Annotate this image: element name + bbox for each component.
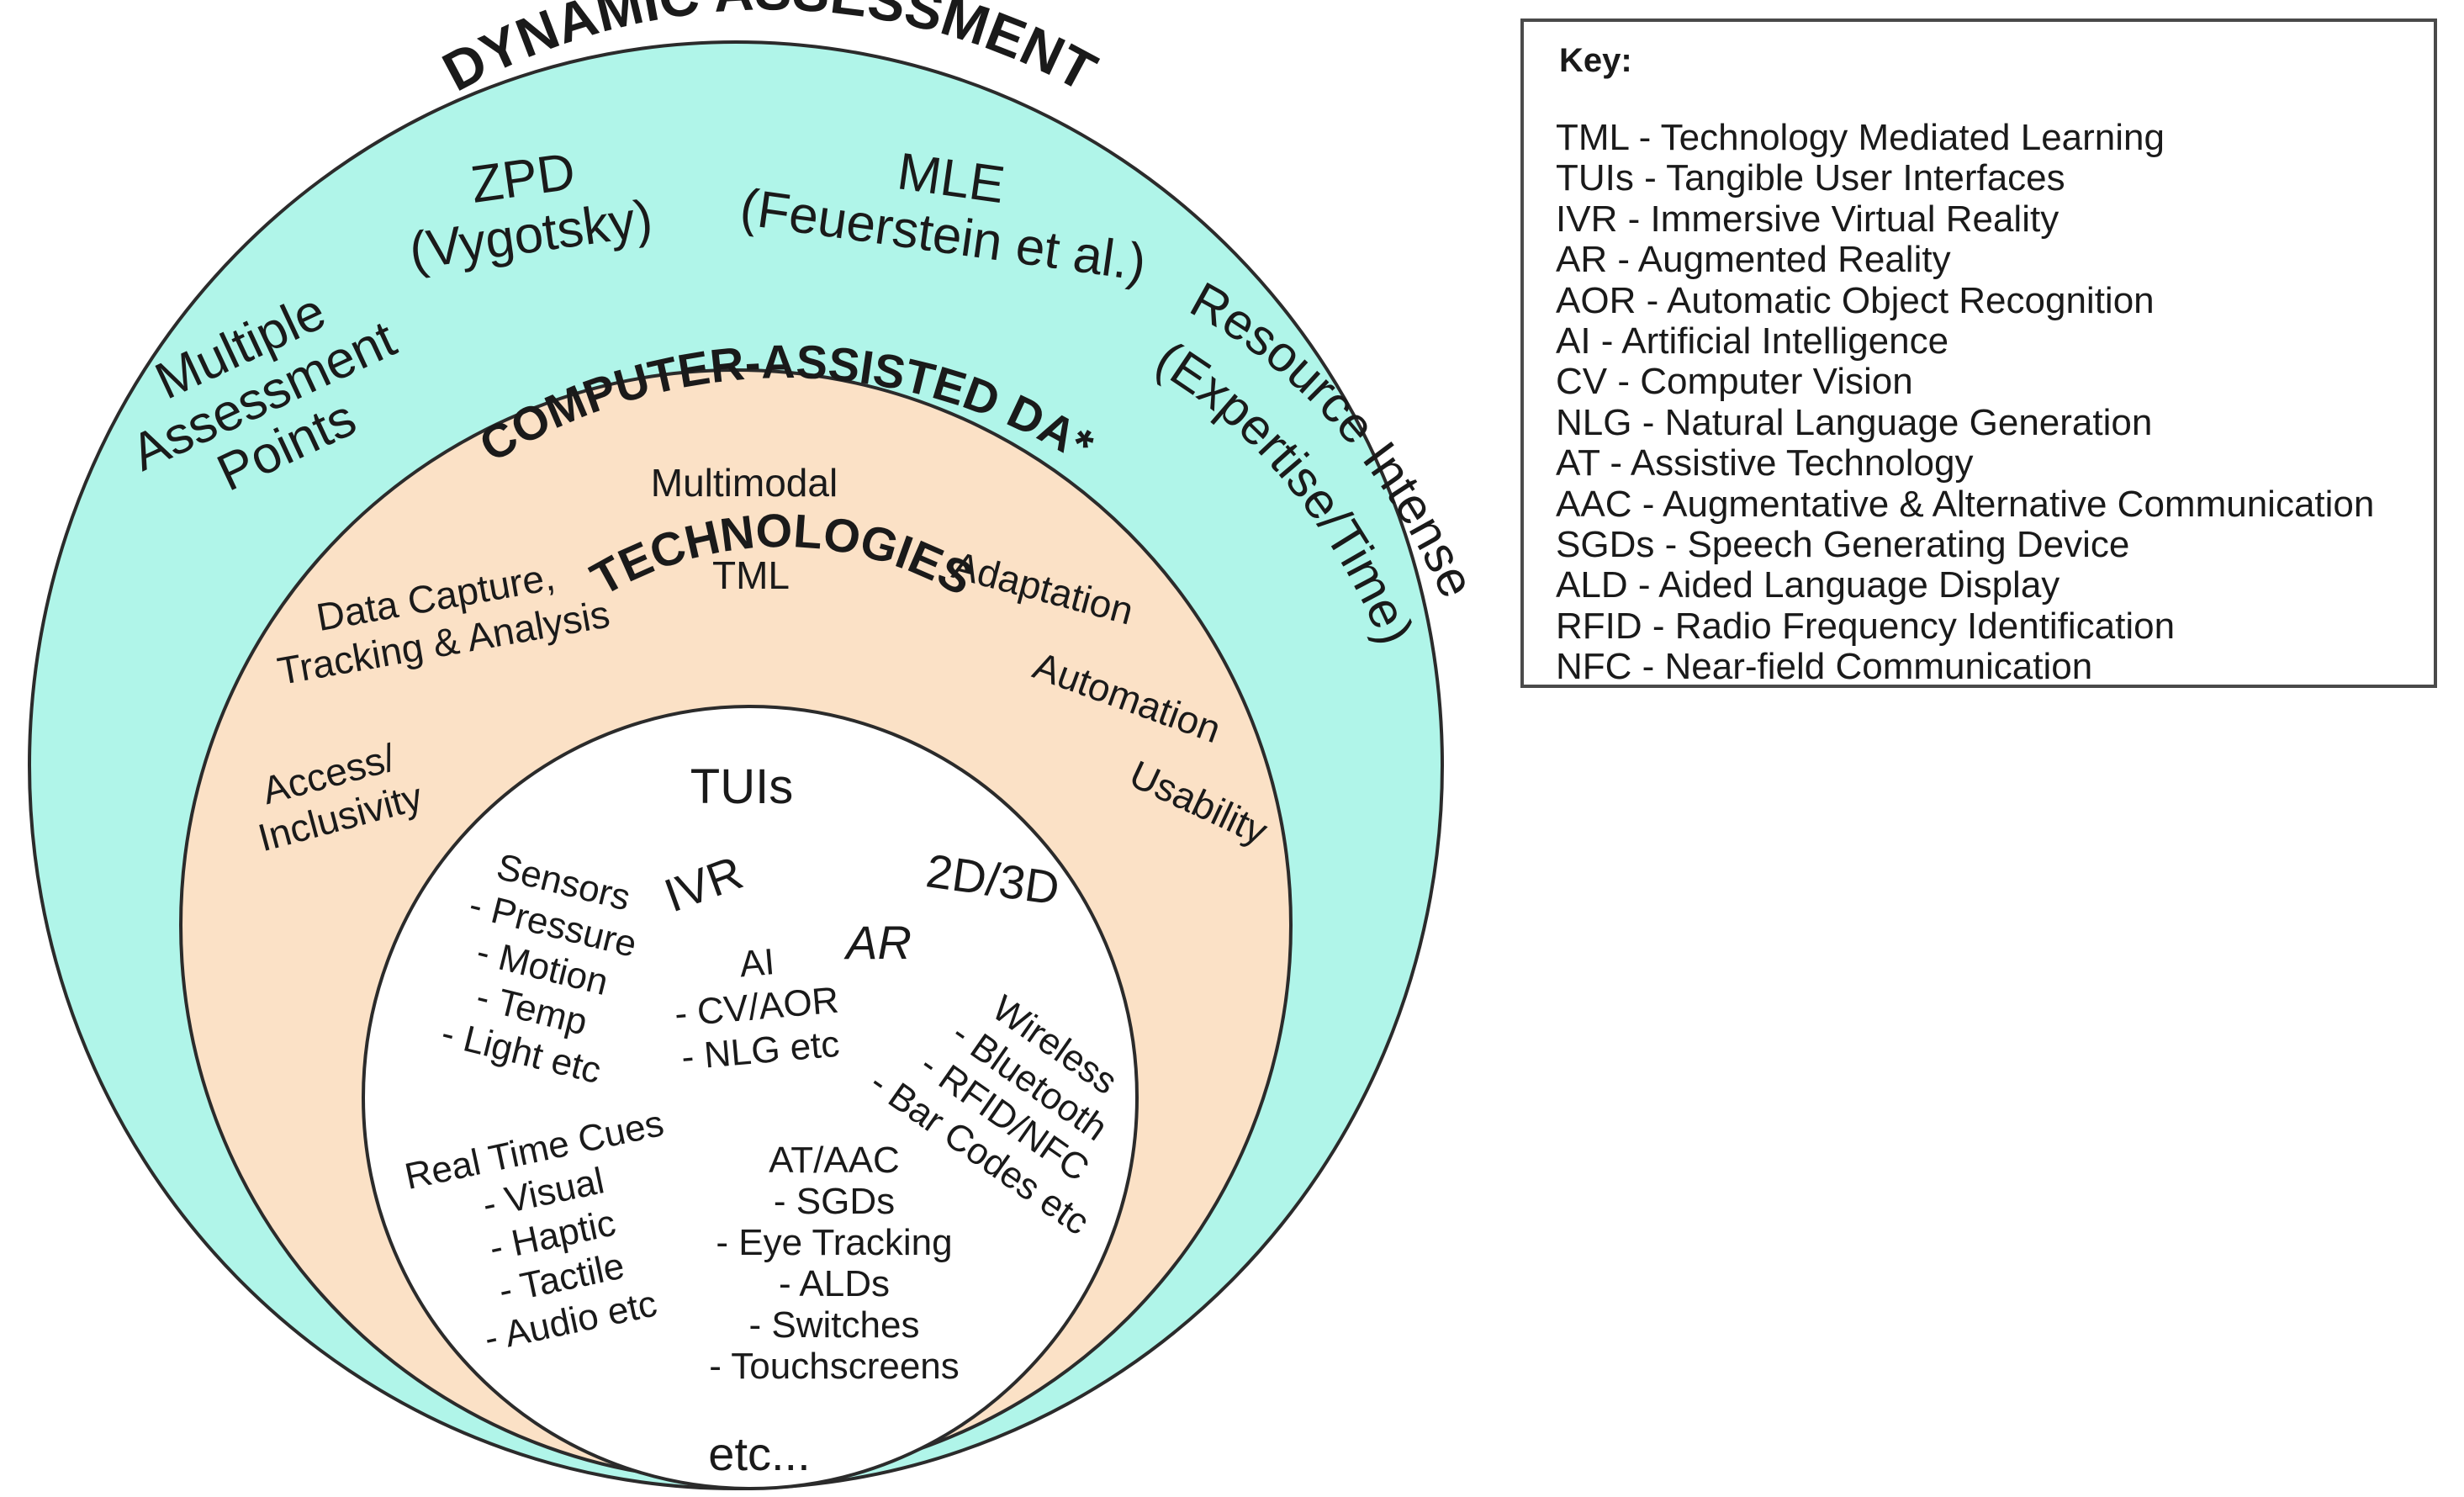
key-item: TUIs - Tangible User Interfaces	[1556, 157, 2065, 199]
key-item: ALD - Aided Language Display	[1556, 564, 2060, 606]
key-item: CV - Computer Vision	[1556, 361, 1913, 403]
key-item: AOR - Automatic Object Recognition	[1556, 279, 2155, 321]
inner-circle	[362, 705, 1139, 1490]
zpd-line: ZPD	[468, 142, 579, 214]
key-item: NFC - Near-field Communication	[1556, 646, 2093, 688]
at-aac-line: AT/AAC	[769, 1140, 900, 1181]
etc-label: etc...	[708, 1427, 810, 1480]
key-item: AT - Assistive Technology	[1556, 442, 1974, 484]
key-item: IVR - Immersive Virtual Reality	[1556, 198, 2060, 240]
key-title: Key:	[1559, 42, 1632, 79]
tml-label: TML	[712, 553, 790, 597]
key-item: NLG - Natural Language Generation	[1556, 401, 2153, 443]
tuis-label: TUIs	[690, 759, 793, 814]
at-aac-line: - ALDs	[779, 1263, 890, 1304]
at-aac-line: - SGDs	[774, 1181, 895, 1222]
key-item: AI - Artificial Intelligence	[1556, 320, 1949, 362]
nested-circles-diagram: DYNAMIC ASSESSMENT ZPD (Vygotsky) MLE (F…	[28, 0, 1486, 1490]
at-aac-list: AT/AAC - SGDs - Eye Tracking - ALDs - Sw…	[709, 1140, 960, 1387]
key-item: AAC - Augmentative & Alternative Communi…	[1556, 483, 2375, 525]
ar-label: AR	[843, 916, 912, 969]
at-aac-line: - Eye Tracking	[716, 1222, 952, 1263]
key-item: RFID - Radio Frequency Identification	[1556, 605, 2176, 647]
multimodal-label: Multimodal	[651, 461, 838, 505]
ai-line: AI	[738, 941, 776, 985]
key-item: TML - Technology Mediated Learning	[1556, 117, 2165, 158]
key-item: AR - Augmented Reality	[1556, 239, 1951, 281]
key-item: SGDs - Speech Generating Device	[1556, 524, 2130, 566]
zpd-label: ZPD (Vygotsky)	[406, 142, 656, 281]
at-aac-line: - Touchscreens	[709, 1346, 960, 1387]
at-aac-line: - Switches	[749, 1304, 920, 1346]
